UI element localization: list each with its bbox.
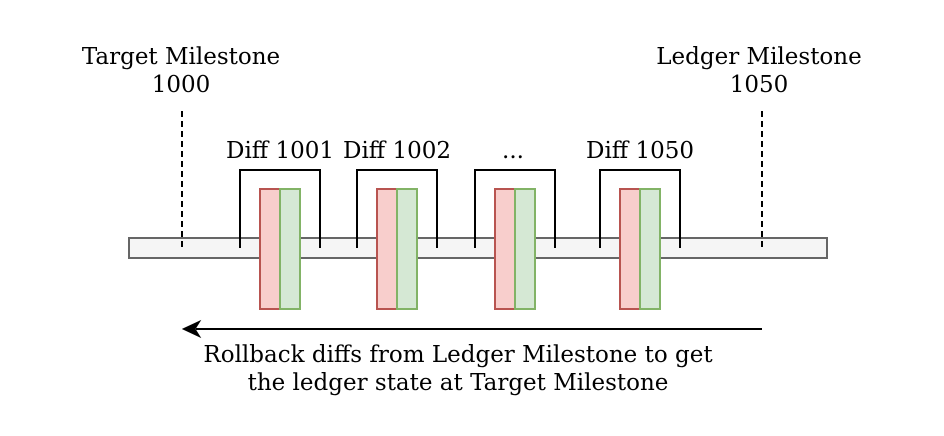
diff-label: ...: [502, 138, 524, 164]
diff-green-block: [514, 188, 536, 310]
target-milestone-title: Target Milestone: [82, 44, 280, 70]
ledger-milestone-title: Ledger Milestone: [656, 44, 861, 70]
diff-group-3: ...: [474, 138, 556, 310]
diff-green-block: [639, 188, 661, 310]
diff-label: Diff 1001: [226, 138, 334, 164]
diff-group-1: Diff 1001: [226, 138, 334, 310]
diff-group-2: Diff 1002: [343, 138, 451, 310]
target-milestone-value: 1000: [152, 72, 211, 98]
diff-red-block: [376, 188, 398, 310]
diff-green-block: [396, 188, 418, 310]
ledger-milestone-value: 1050: [730, 72, 789, 98]
diff-bracket: [474, 169, 556, 248]
diff-red-block: [494, 188, 516, 310]
diff-bracket: [599, 169, 681, 248]
diff-red-block: [259, 188, 281, 310]
diff-green-block: [279, 188, 301, 310]
caption-line-2: the ledger state at Target Milestone: [248, 370, 669, 396]
caption-line-1: Rollback diffs from Ledger Milestone to …: [203, 342, 713, 368]
diff-bracket: [239, 169, 321, 248]
timeline-bar: [128, 237, 828, 259]
diff-group-4: Diff 1050: [586, 138, 694, 310]
rollback-arrowhead-icon: [181, 319, 202, 339]
diff-label: Diff 1050: [586, 138, 694, 164]
diff-red-block: [619, 188, 641, 310]
diff-bracket: [356, 169, 438, 248]
diff-label: Diff 1002: [343, 138, 451, 164]
